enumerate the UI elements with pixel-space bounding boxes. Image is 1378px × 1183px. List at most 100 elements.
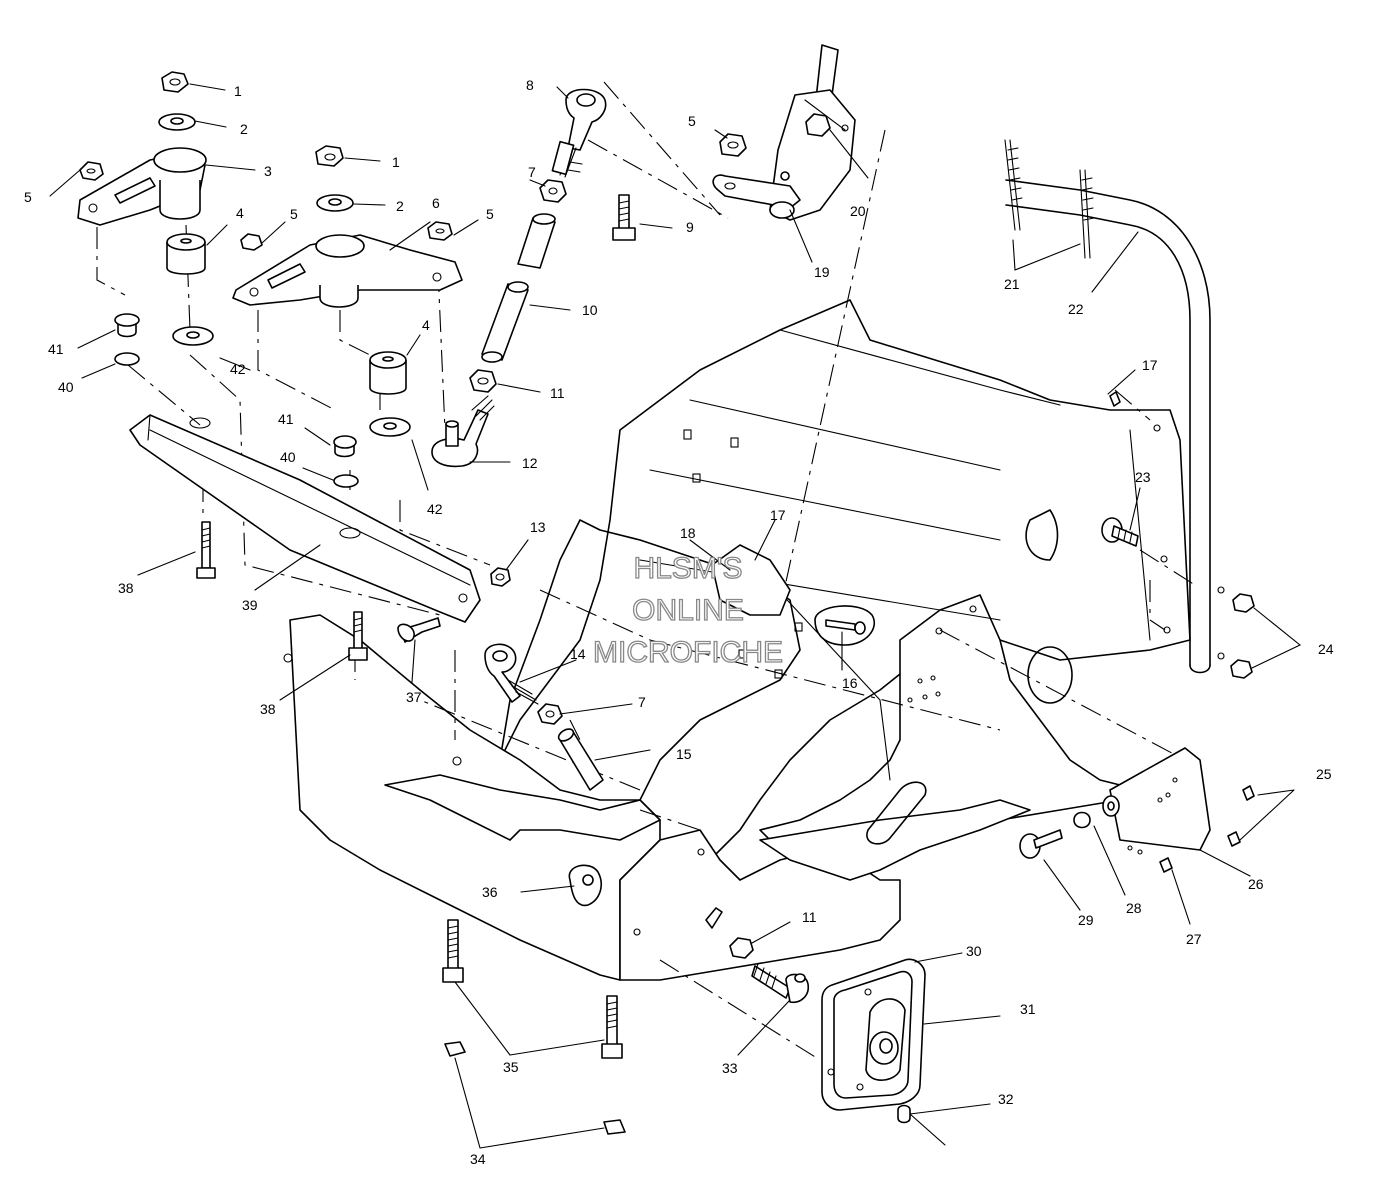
watermark: HLSM'S ONLINE MICROFICHE — [592, 551, 783, 669]
callout-label: 5 — [290, 206, 298, 222]
callout-label: 16 — [842, 675, 858, 691]
callout-label: 14 — [570, 646, 586, 662]
right-mount-parts — [1019, 747, 1255, 873]
callout-label: 27 — [1186, 931, 1202, 947]
callout-label: 1 — [392, 154, 400, 170]
steering-boot-icon — [821, 958, 926, 1111]
callout-label: 41 — [48, 341, 64, 357]
callout-label: 40 — [280, 449, 296, 465]
bushing-icon — [1102, 795, 1120, 817]
callout-label: 11 — [550, 385, 565, 401]
nut-icon — [539, 179, 567, 203]
frame-bulkhead — [283, 299, 1191, 981]
nut-icon — [427, 221, 453, 241]
rivet-icon — [897, 1104, 946, 1146]
callout-label: 4 — [422, 317, 430, 333]
grommet-icon — [814, 605, 875, 646]
callout-label: 7 — [638, 694, 646, 710]
callout-label: 26 — [1248, 876, 1264, 892]
washer-icon — [172, 326, 214, 346]
callout-label: 8 — [526, 77, 534, 93]
callout-label: 39 — [242, 597, 258, 613]
callout-label: 19 — [814, 264, 830, 280]
callout-label: 32 — [998, 1091, 1014, 1107]
callout-label: 11 — [802, 909, 817, 925]
rod-end-icon — [551, 88, 607, 178]
bellcrank-icon — [77, 147, 207, 226]
flange-bushing-icon — [333, 435, 357, 458]
pitman-arm-icon — [712, 174, 801, 209]
rivet-icon — [1109, 391, 1121, 407]
callout-label: 12 — [522, 455, 538, 471]
leader-lines — [49, 83, 1302, 1149]
tube-icon — [557, 728, 604, 791]
callout-label: 18 — [680, 525, 696, 541]
rivet-icon — [1227, 831, 1241, 847]
nut-icon — [469, 369, 497, 393]
callout-label: 23 — [1135, 469, 1151, 485]
bracket-icon — [711, 544, 791, 616]
callout-label: 15 — [676, 746, 692, 762]
bellcrank-icon — [232, 234, 463, 308]
nut-icon — [1230, 659, 1253, 679]
callout-label: 17 — [770, 507, 786, 523]
nut-icon — [1232, 593, 1255, 613]
callout-label: 3 — [264, 163, 272, 179]
callout-label: 20 — [850, 203, 866, 219]
callout-labels: 1 2 3 5 4 41 40 1 2 6 5 5 4 42 41 40 42 … — [24, 77, 1334, 1167]
rod-end-icon — [484, 643, 539, 705]
nut-icon — [490, 567, 511, 587]
callout-label: 42 — [230, 361, 246, 377]
callout-label: 38 — [260, 701, 276, 717]
bolt-icon — [397, 617, 441, 643]
nut-icon — [729, 937, 754, 959]
nut-icon — [444, 1041, 466, 1057]
tie-rod-parts — [431, 88, 636, 791]
callout-label: 25 — [1316, 766, 1332, 782]
interior-parts — [711, 544, 875, 646]
washer-icon — [316, 194, 354, 212]
o-ring-icon — [114, 352, 140, 366]
callout-label: 4 — [236, 205, 244, 221]
bushing-icon — [166, 233, 206, 275]
callout-label: 28 — [1126, 900, 1142, 916]
callout-label: 22 — [1068, 301, 1084, 317]
callout-label: 37 — [406, 689, 422, 705]
tube-icon — [481, 281, 529, 363]
watermark-line-3: MICROFICHE — [593, 636, 783, 669]
callout-label: 13 — [530, 519, 546, 535]
nut-icon — [537, 703, 563, 725]
bolt-icon — [1019, 829, 1063, 859]
bushing-icon — [369, 351, 407, 395]
callout-label: 10 — [582, 302, 598, 318]
callout-label: 5 — [24, 189, 32, 205]
nut-icon — [240, 233, 263, 251]
callout-label: 21 — [1004, 276, 1020, 292]
nut-icon — [719, 133, 747, 157]
rod-end-icon — [431, 395, 495, 468]
callout-label: 24 — [1318, 641, 1334, 657]
nut-icon — [603, 1119, 626, 1135]
nut-icon — [161, 71, 189, 93]
callout-label: 1 — [234, 83, 242, 99]
callout-label: 33 — [722, 1060, 738, 1076]
left-bellcrank-parts — [77, 71, 511, 661]
callout-label: 29 — [1078, 912, 1094, 928]
flange-bushing-icon — [114, 313, 140, 338]
washer-icon — [369, 417, 411, 437]
callout-label: 5 — [688, 113, 696, 129]
mount-plate-icon — [1109, 747, 1211, 851]
watermark-line-1: HLSM'S — [633, 552, 742, 585]
rod-end-icon — [751, 963, 810, 1004]
callout-label: 31 — [1020, 1001, 1036, 1017]
rivet-icon — [1159, 857, 1173, 873]
callout-label: 5 — [486, 206, 494, 222]
grommet-icon — [568, 864, 602, 907]
callout-label: 41 — [278, 411, 294, 427]
callout-label: 35 — [503, 1059, 519, 1075]
lower-parts — [442, 864, 946, 1146]
callout-label: 40 — [58, 379, 74, 395]
bolt-icon — [442, 919, 464, 983]
nut-icon — [805, 113, 831, 137]
grab-handle-parts — [1004, 139, 1255, 679]
